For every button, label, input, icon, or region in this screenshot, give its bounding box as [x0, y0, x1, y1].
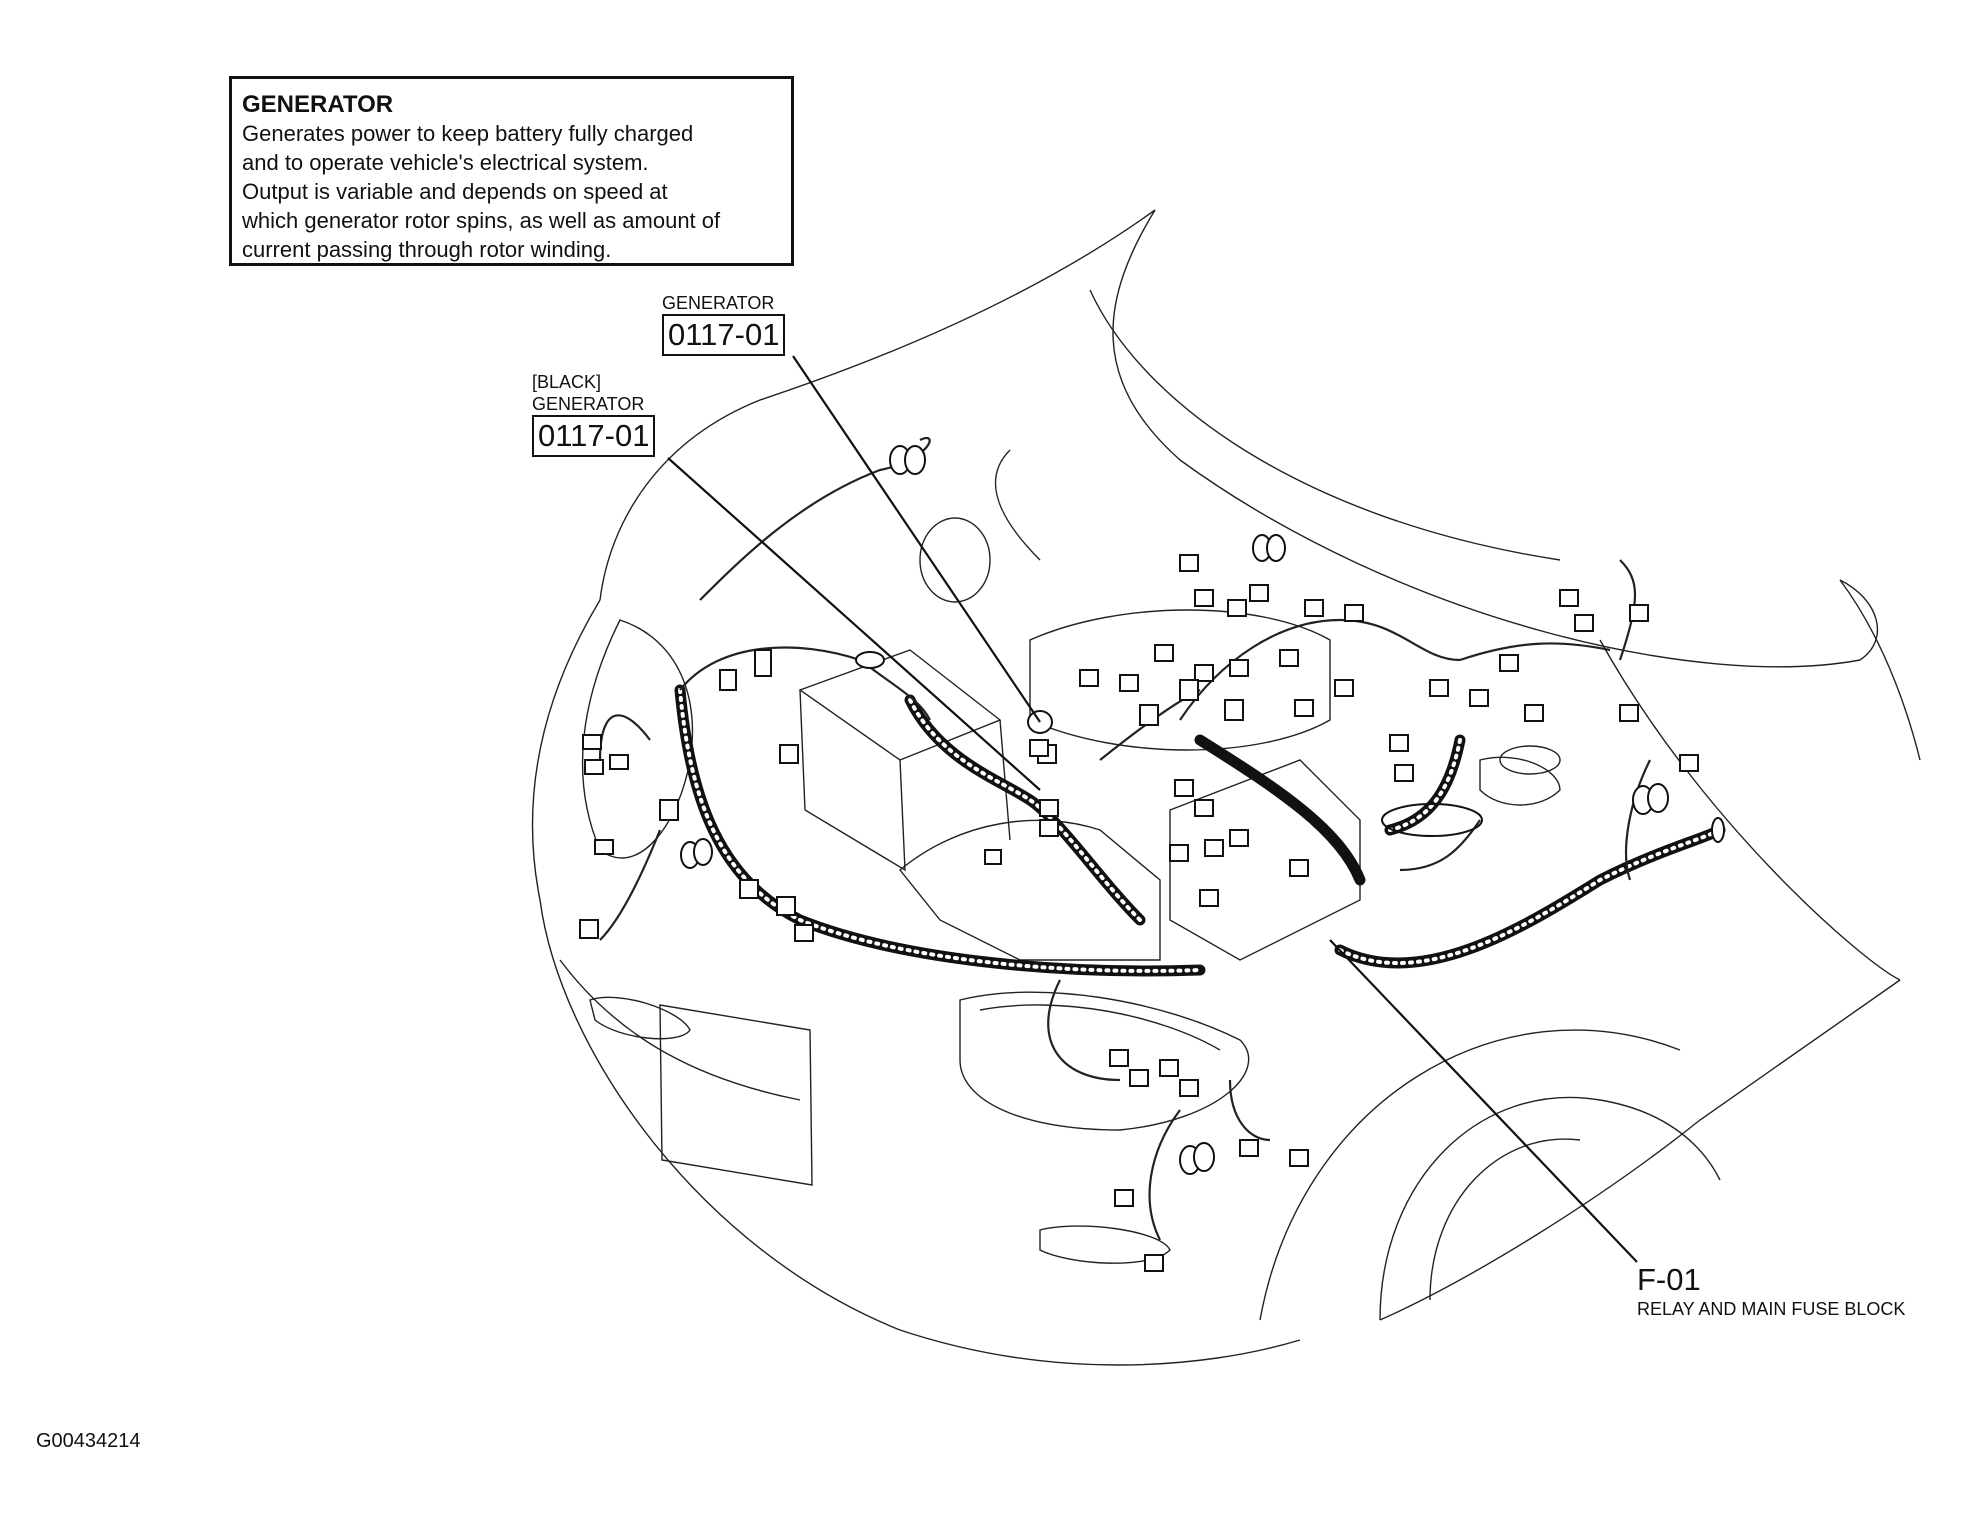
- harness-short: [1384, 734, 1466, 836]
- connector-code: 0117-01: [532, 415, 656, 457]
- info-box-line: which generator rotor spins, as well as …: [242, 208, 721, 233]
- info-box-line: and to operate vehicle's electrical syst…: [242, 150, 649, 175]
- headlamp: [581, 619, 694, 859]
- reservoir-cap: [1499, 745, 1561, 775]
- fuse-block-name: RELAY AND MAIN FUSE BLOCK: [1637, 1299, 1906, 1319]
- callout-fuse-block: F-01 RELAY AND MAIN FUSE BLOCK: [1637, 1262, 1905, 1320]
- fuse-block-highlight: [1381, 803, 1483, 837]
- leader-generator-upper: [792, 355, 1041, 723]
- leader-generator-lower: [667, 457, 1041, 791]
- air-cleaner: [899, 819, 1161, 961]
- callout-color-label: [BLACK]: [532, 372, 602, 392]
- fog-lamp-right: [1039, 1225, 1171, 1264]
- fuse-block-code: F-01: [1637, 1262, 1701, 1297]
- info-box-line: Generates power to keep battery fully ch…: [242, 121, 694, 146]
- harness-right: [1334, 824, 1726, 969]
- info-box-line: Output is variable and depends on speed …: [242, 179, 668, 204]
- tire: [1379, 1096, 1721, 1321]
- license-plate: [659, 1004, 813, 1186]
- wheel-arch: [1259, 1029, 1681, 1321]
- callout-generator-upper: GENERATOR 0117-01: [662, 292, 786, 356]
- callout-label: GENERATOR: [532, 394, 645, 414]
- callout-label: GENERATOR: [662, 293, 775, 313]
- info-box-line: current passing through rotor winding.: [242, 237, 612, 262]
- hood-outline: [599, 209, 1156, 601]
- fender-outline: [1599, 639, 1901, 981]
- info-box-body: Generates power to keep battery fully ch…: [242, 119, 781, 264]
- info-box-title: GENERATOR: [242, 91, 394, 118]
- leader-fuse-block: [1329, 939, 1638, 1263]
- callout-generator-lower: [BLACK] GENERATOR 0117-01: [532, 371, 656, 457]
- fog-lamp-left: [589, 996, 691, 1040]
- windshield-outline: [1112, 209, 1879, 668]
- connector-code: 0117-01: [662, 314, 786, 356]
- harness-center: [904, 694, 1146, 926]
- generator-info-box: GENERATOR Generates power to keep batter…: [229, 76, 794, 266]
- figure-id: G00434214: [36, 1430, 141, 1452]
- harness-upper: [1194, 734, 1366, 886]
- grille: [959, 991, 1250, 1131]
- bumper-outline: [531, 599, 1301, 1366]
- harness-main-left: [674, 684, 1206, 977]
